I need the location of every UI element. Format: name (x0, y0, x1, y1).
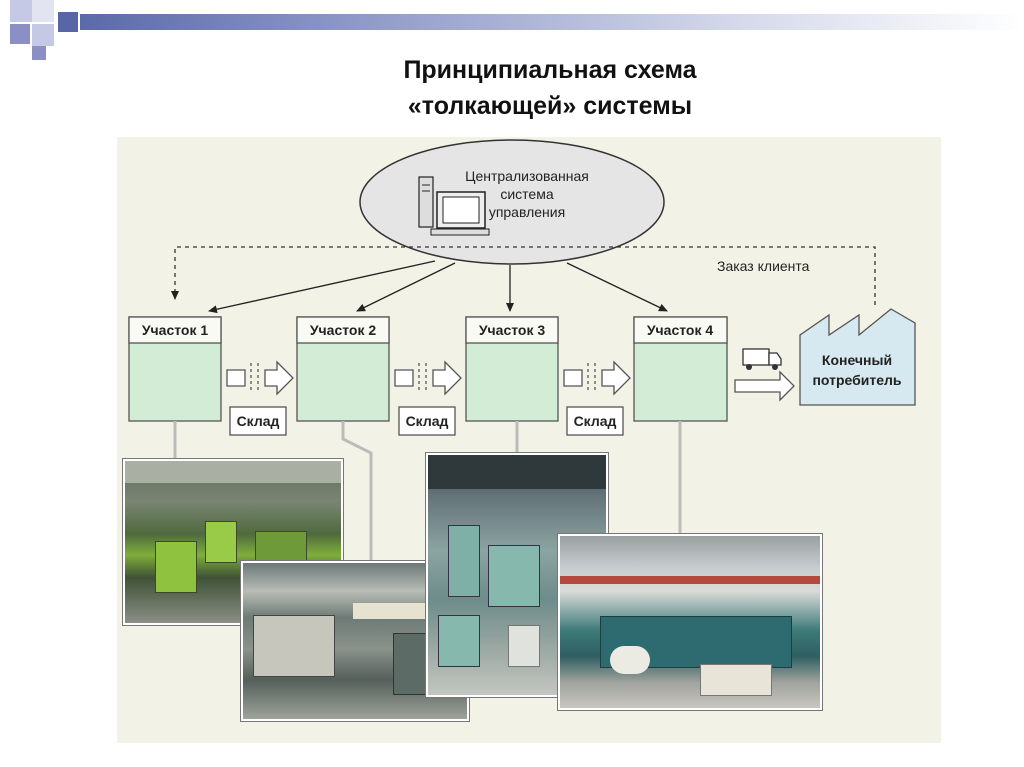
control-arrow-1 (208, 260, 436, 314)
deco-square (32, 0, 54, 22)
control-label-2: система (500, 186, 553, 202)
deco-square (32, 46, 46, 60)
computer-icon (418, 176, 490, 236)
section-label-1: Участок 1 (142, 322, 209, 338)
title-line-1: Принципиальная схема (403, 56, 697, 84)
section-label-4: Участок 4 (647, 322, 714, 338)
diagram-svg: Централизованная система управления Зака… (128, 139, 916, 562)
header-gradient-bar (80, 14, 1024, 30)
order-label: Заказ клиента (717, 258, 810, 274)
warehouse-box-3: Склад (566, 406, 624, 436)
warehouse-label-3: Склад (574, 413, 617, 429)
deco-square (58, 12, 78, 32)
warehouse-box-1: Склад (229, 406, 287, 436)
control-label-3: управления (489, 204, 565, 220)
control-label-1: Централизованная (465, 168, 589, 184)
flow-arrow-3 (563, 360, 631, 396)
deco-square (32, 24, 54, 46)
section-box-1: Участок 1 (128, 316, 222, 422)
warehouse-label-1: Склад (237, 413, 280, 429)
flow-arrow-2 (394, 360, 462, 396)
section-label-2: Участок 2 (310, 322, 377, 338)
consumer-label-1: Конечный (822, 352, 892, 368)
deco-square (10, 0, 32, 22)
title-line-2: «толкающей» системы (407, 92, 693, 120)
diagram-canvas: Централизованная система управления Зака… (117, 137, 941, 743)
consumer-factory: Конечный потребитель (799, 308, 916, 406)
factory-icon (799, 308, 916, 406)
photo-connector-2 (341, 421, 373, 562)
section-box-2: Участок 2 (296, 316, 390, 422)
section-box-3: Участок 3 (465, 316, 559, 422)
truck-icon (742, 348, 782, 370)
section-label-3: Участок 3 (479, 322, 546, 338)
order-flow-line (171, 246, 876, 305)
section-box-4: Участок 4 (633, 316, 728, 422)
factory-photo-4 (558, 534, 822, 710)
factory-photo-1 (123, 459, 343, 625)
page-title: Принципиальная схема «толкающей» системы (290, 52, 810, 124)
control-arrow-4 (566, 262, 668, 312)
warehouse-label-2: Склад (406, 413, 449, 429)
deco-square (10, 24, 30, 44)
consumer-label-2: потребитель (812, 372, 901, 388)
warehouse-box-2: Склад (398, 406, 456, 436)
control-system: Централизованная система управления (359, 139, 665, 265)
flow-arrow-4 (734, 370, 795, 402)
flow-arrow-1 (226, 360, 294, 396)
control-arrow-2 (356, 262, 456, 312)
